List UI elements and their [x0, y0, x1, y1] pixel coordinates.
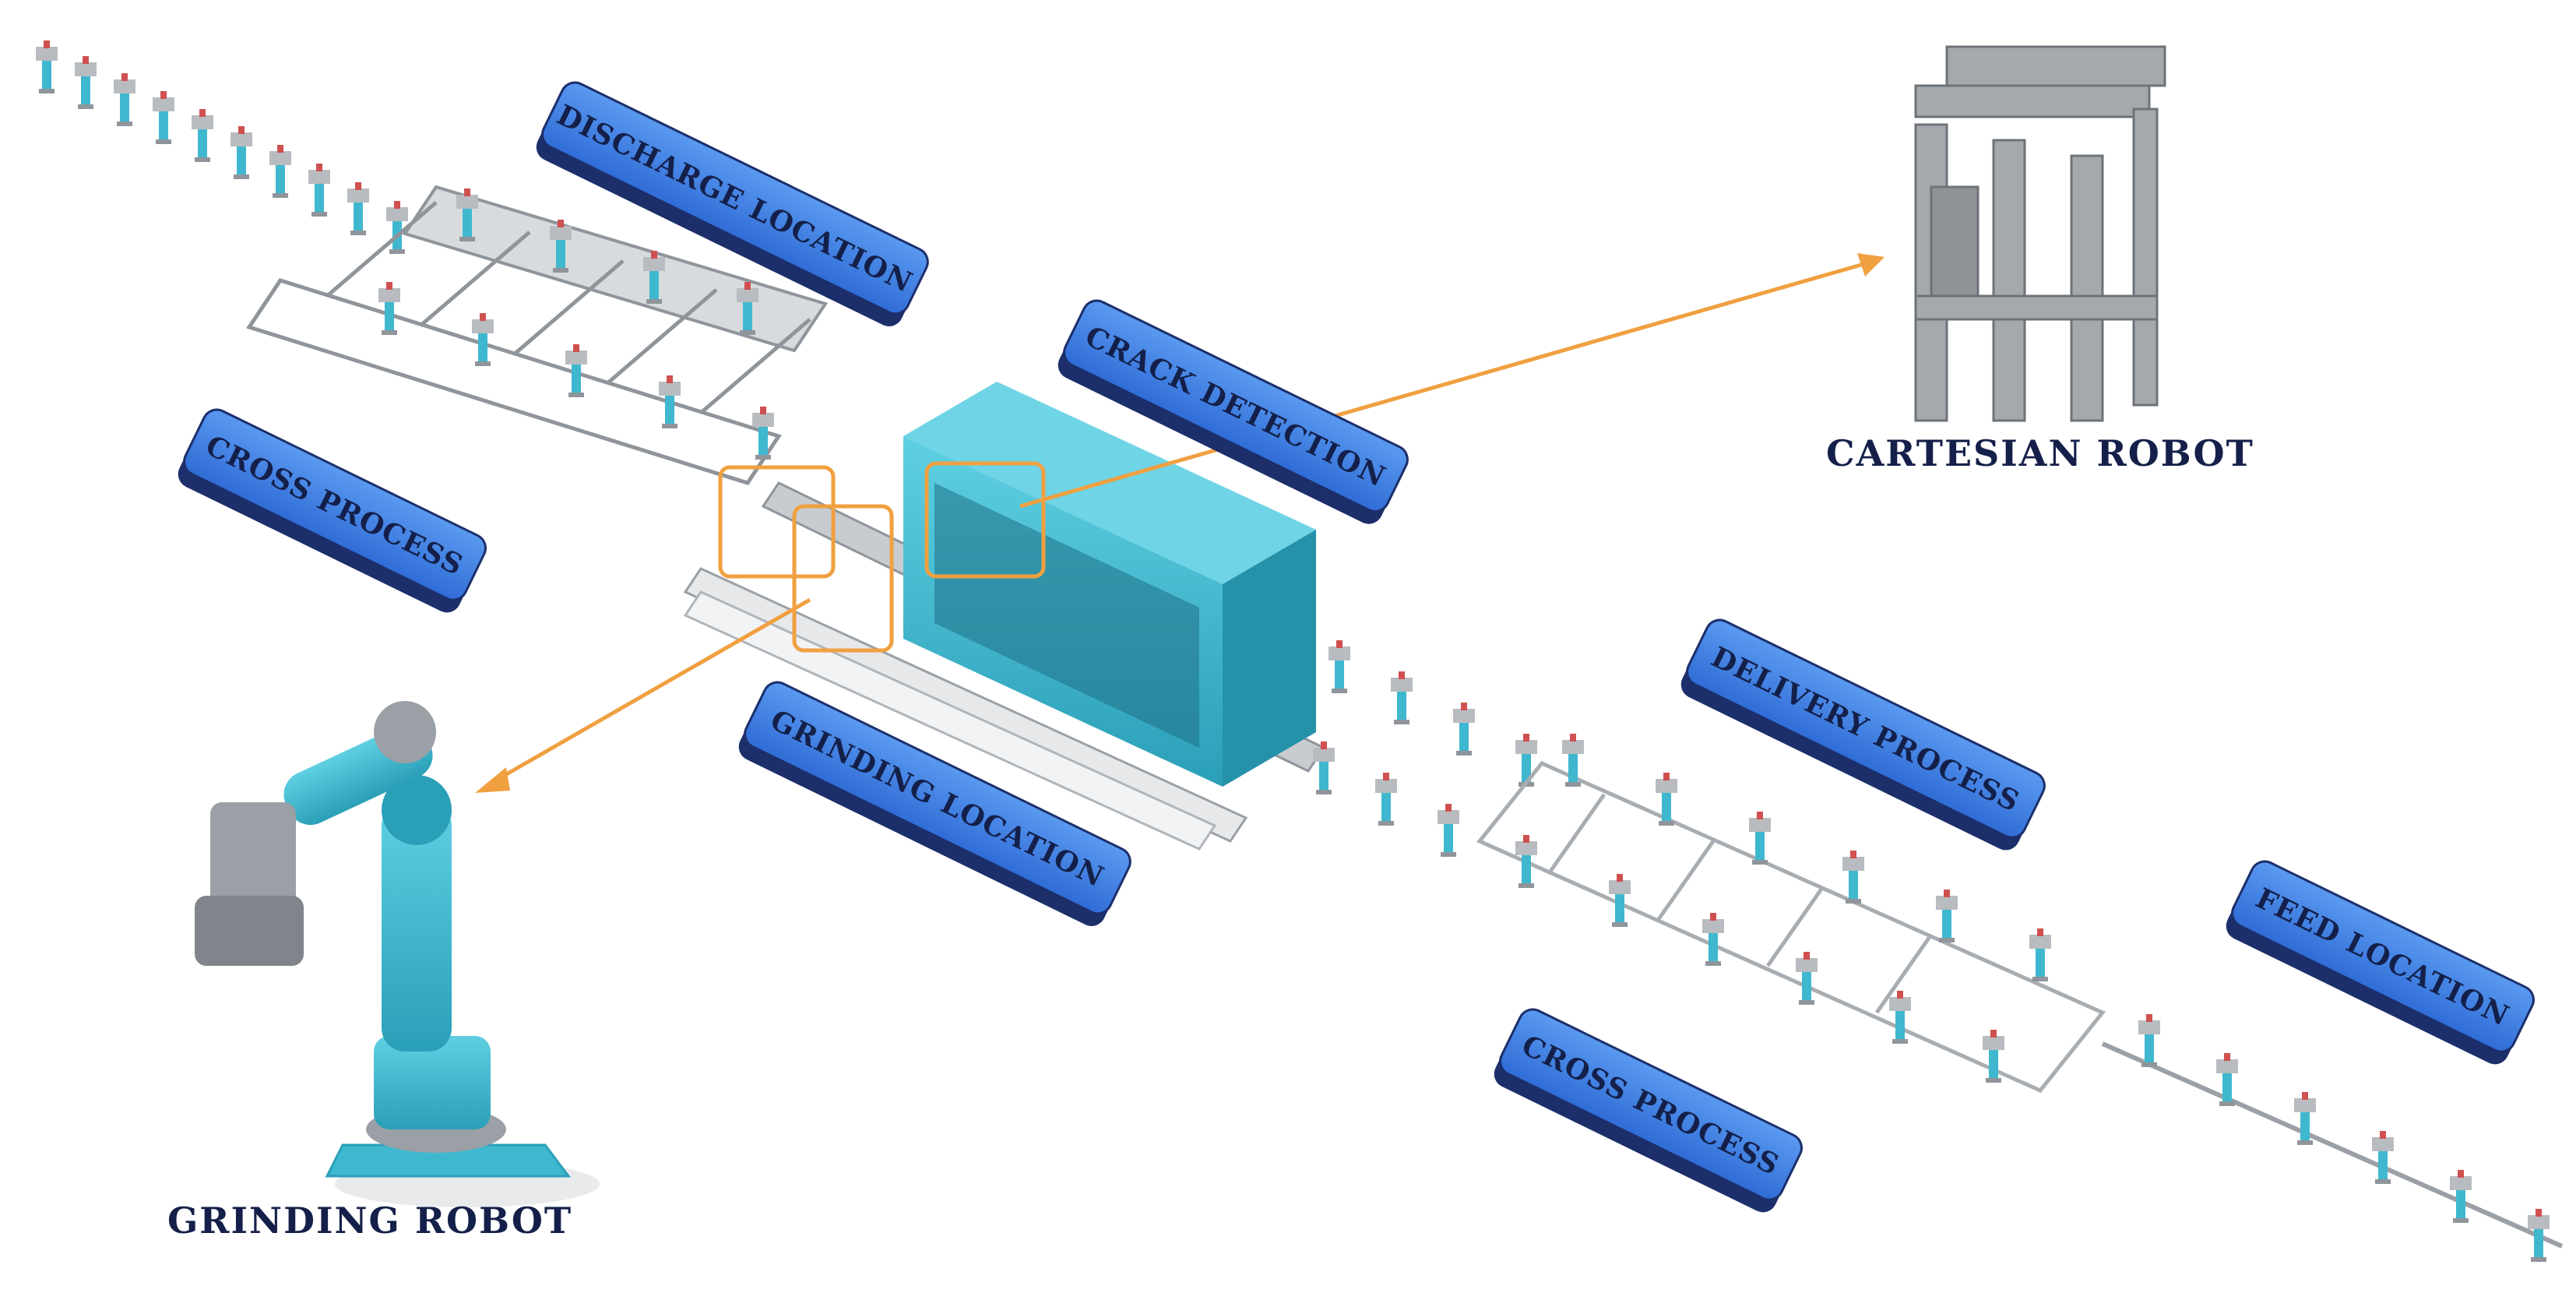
- zone-label-cross-right: CROSS PROCESS: [1494, 1008, 1803, 1213]
- lower-right-roller-stands: [1313, 640, 1537, 857]
- delivery-rack: [1476, 734, 2106, 1094]
- delivery-process-label: DELIVERY PROCESS: [1706, 640, 2025, 818]
- cartesian-robot-caption: CARTESIAN ROBOT: [1826, 432, 2254, 474]
- highlight-box-crack: [924, 461, 1046, 579]
- arrows: [475, 253, 1884, 793]
- feed-track: [2101, 1014, 2564, 1262]
- grinding-robot-illustration: [195, 701, 600, 1207]
- zone-label-delivery: DELIVERY PROCESS: [1680, 618, 2046, 851]
- highlight-boxes: [718, 461, 1046, 653]
- zone-label-cross-left: CROSS PROCESS: [178, 408, 487, 613]
- conveyor-line: [36, 41, 2564, 1262]
- highlight-box-transfer: [718, 465, 836, 579]
- highlight-box-grinding: [792, 504, 894, 653]
- crack-detection-enclosure: [903, 382, 1316, 787]
- upper-left-roller-stands: [36, 41, 408, 254]
- grinding-robot-caption: GRINDING ROBOT: [167, 1200, 573, 1242]
- zone-label-feed: FEED LOCATION: [2226, 860, 2535, 1065]
- discharge-rack: [246, 185, 829, 485]
- arrow-to-grinding-robot: [497, 597, 811, 781]
- cartesian-robot-illustration: [1914, 45, 2166, 422]
- arrow-to-cartesian-robot: [1019, 262, 1862, 509]
